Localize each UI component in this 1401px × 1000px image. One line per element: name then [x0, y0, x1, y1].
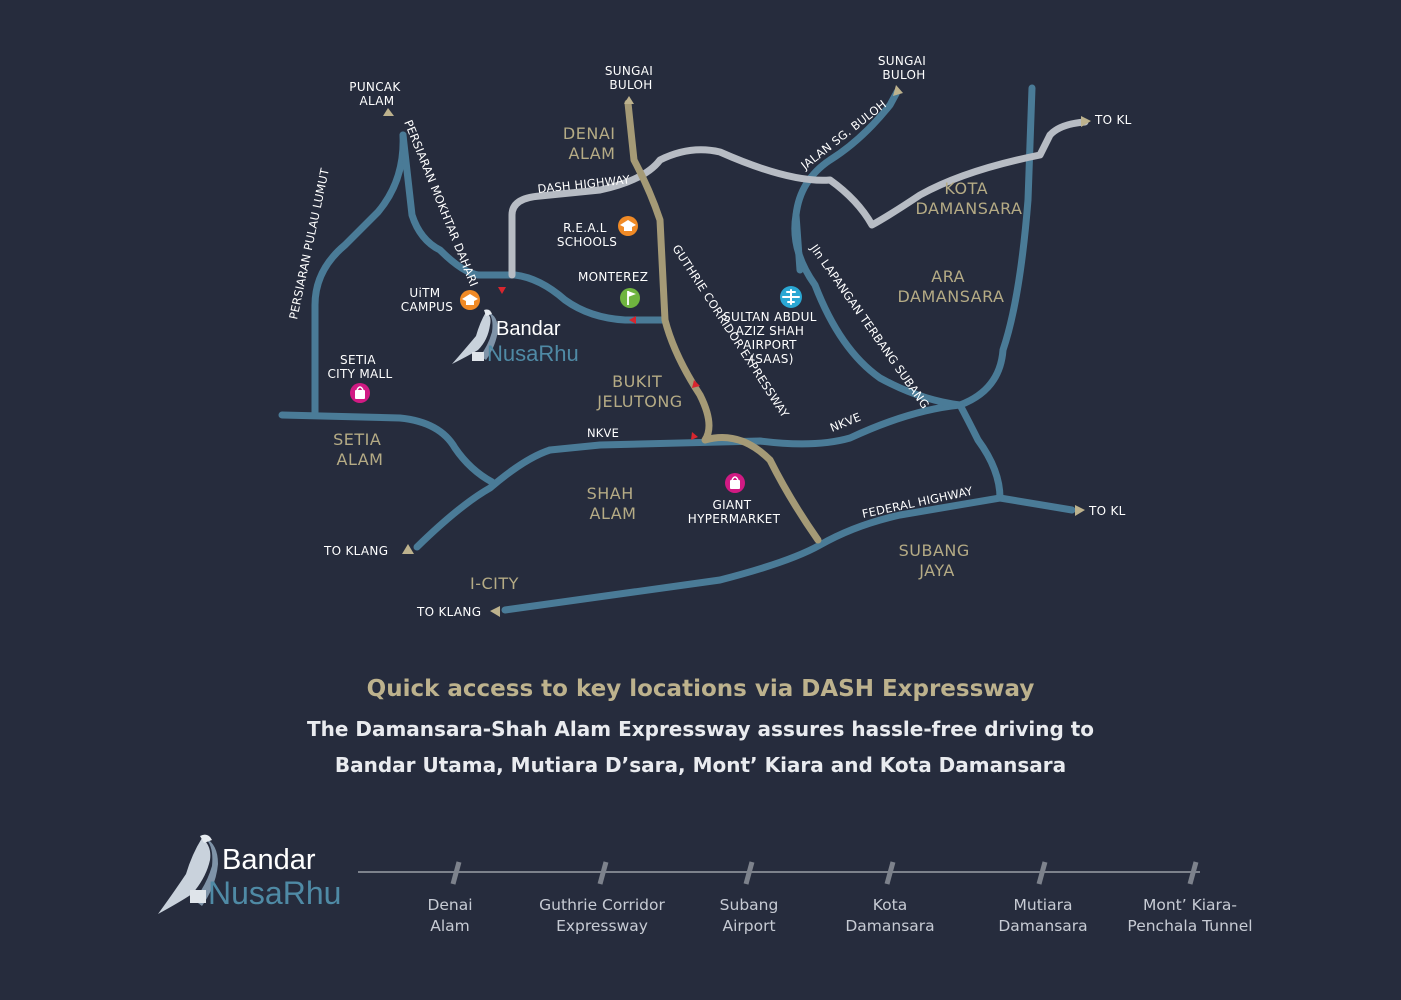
red-arrow: [691, 432, 698, 440]
road-jln-lapangan-terbang-subang: [791, 211, 964, 409]
road-setia-alam-west: [278, 411, 496, 486]
headline: Quick access to key locations via DASH E…: [366, 676, 1035, 702]
timeline-tick: [743, 861, 755, 885]
area-ara-damansara: ARA DAMANSARA: [897, 267, 1004, 306]
area-i-city: I-CITY: [470, 574, 519, 593]
area-setia-alam: SETIA ALAM: [333, 430, 387, 469]
road-persiaran-pulau-lumut: [311, 131, 407, 419]
timeline-tick: [1187, 861, 1199, 885]
svg-text:Bandar: Bandar: [496, 318, 561, 340]
road-sungai-buloh: [792, 88, 901, 274]
road-subang-south: [956, 401, 1004, 502]
road-to-kl-lower: [996, 494, 1076, 514]
label-puncak-alam: PUNCAK ALAM: [349, 80, 404, 108]
red-arrow: [629, 316, 636, 324]
arrow-to-klang-1: [402, 544, 414, 554]
label-jln-lapangan-terbang: Jln LAPANGAN TERBANG SUBANG: [807, 241, 932, 412]
timeline-tick: [884, 861, 896, 885]
road-to-klang-upper: [413, 446, 554, 551]
eagle-icon: [452, 309, 498, 364]
timeline-tick: [450, 861, 462, 885]
timeline-tick: [1036, 861, 1048, 885]
golf-flag-icon: [620, 288, 640, 308]
poi-monterez: MONTEREZ: [578, 270, 648, 308]
arrow-to-puncak-alam: [383, 108, 394, 116]
subheadline-line-2: Bandar Utama, Mutiara D’sara, Mont’ Kiar…: [334, 753, 1067, 777]
area-shah-alam: SHAH ALAM: [587, 484, 640, 523]
poi-real-schools: R.E.A.L SCHOOLS: [557, 216, 638, 249]
svg-text:Bandar: Bandar: [222, 844, 316, 876]
poi-uitm-campus: UiTM CAMPUS: [401, 286, 480, 314]
road-dash-highway: [508, 118, 1089, 279]
area-subang-jaya: SUBANG JAYA: [899, 541, 976, 580]
road-kota-damansara-east: [956, 84, 1036, 409]
arrow-to-sungai-buloh-1: [624, 96, 634, 104]
area-kota-damansara: KOTA DAMANSARA: [915, 179, 1022, 218]
timeline-label-mont-kiara: Mont’ Kiara-Penchala Tunnel: [1127, 896, 1253, 935]
area-bukit-jelutong: BUKIT JELUTONG: [596, 372, 682, 411]
timeline-tick: [597, 861, 609, 885]
poi-giant-hypermarket: GIANT HYPERMARKET: [688, 473, 781, 526]
subheadline-line-1: The Damansara-Shah Alam Expressway assur…: [306, 717, 1095, 741]
footer-bandar-nusarhu-logo: Bandar NusaRhu: [158, 834, 341, 914]
timeline: [358, 861, 1200, 885]
red-arrow: [498, 287, 506, 294]
area-denai-alam: DENAI ALAM: [563, 124, 621, 163]
svg-text:R.E.A.L SCHOOLS: R.E.A.L SCHOOLS: [557, 221, 617, 249]
red-arrow: [692, 380, 700, 388]
label-to-kl-1: TO KL: [1094, 113, 1132, 127]
svg-text:MONTEREZ: MONTEREZ: [578, 270, 648, 284]
road-guthrie-corridor-expressway: [624, 99, 822, 544]
label-to-kl-2: TO KL: [1088, 504, 1126, 518]
arrow-to-kl-1: [1081, 116, 1091, 127]
label-nkve-1: NKVE: [587, 426, 619, 440]
arrow-to-kl-2: [1075, 505, 1085, 516]
svg-text:SETIA CITY MALL: SETIA CITY MALL: [327, 353, 392, 381]
label-to-klang-1: TO KLANG: [323, 544, 388, 558]
poi-setia-city-mall: SETIA CITY MALL: [327, 353, 392, 403]
label-sungai-buloh-1: SUNGAI BULOH: [605, 64, 657, 92]
road-nkve: [546, 401, 964, 454]
label-jalan-sg-buloh: JALAN SG. BULOH: [797, 97, 889, 173]
svg-text:GIANT HYPERMARKET: GIANT HYPERMARKET: [688, 498, 781, 526]
svg-text:SULTAN ABDUL AZIZ SHAH: SULTAN ABDUL AZIZ SHAH AIRPORT (SAAS): [723, 310, 821, 366]
svg-text:NusaRhu: NusaRhu: [487, 341, 579, 366]
label-to-klang-2: TO KLANG: [416, 605, 481, 619]
arrow-to-sungai-buloh-2: [893, 85, 903, 96]
label-sungai-buloh-2: SUNGAI BULOH: [878, 54, 930, 82]
svg-text:UiTM CAMPUS: UiTM CAMPUS: [401, 286, 453, 314]
eagle-icon: [158, 834, 218, 914]
road-federal-highway: [501, 494, 1004, 614]
map-bandar-nusarhu-logo: Bandar NusaRhu: [452, 309, 579, 366]
poi-saas-airport: SULTAN ABDUL AZIZ SHAH AIRPORT (SAAS): [723, 286, 821, 366]
svg-text:NusaRhu: NusaRhu: [208, 875, 341, 911]
label-persiaran-pulau-lumut: PERSIARAN PULAU LUMUT: [286, 166, 332, 320]
arrow-to-klang-2: [490, 606, 500, 617]
